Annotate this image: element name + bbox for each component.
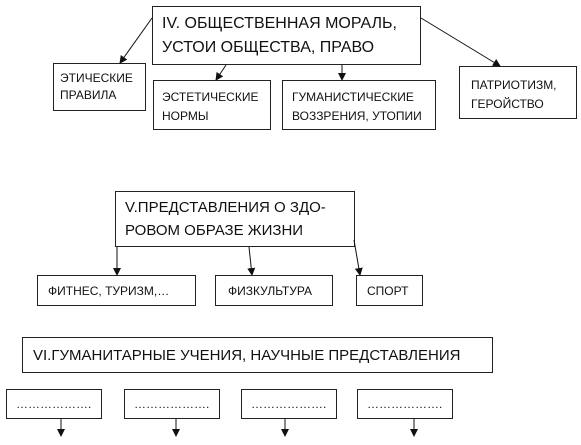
section6-child-1-label: ………………. (16, 397, 92, 411)
section5-title: V.ПРЕДСТАВЛЕНИЯ О ЗДО- РОВОМ ОБРАЗЕ ЖИЗН… (125, 199, 326, 239)
arrow-to-patriotism (420, 17, 501, 67)
section4-child-humanism: ГУМАНИСТИЧЕСКИЕ ВОЗЗРЕНИЯ, УТОПИИ (282, 80, 436, 130)
section5-child-physical-culture-label: ФИЗКУЛЬТУРА (228, 284, 313, 298)
section6-child-1: ………………. (6, 389, 102, 419)
section4-child-aesthetics-label: ЭСТЕТИЧЕСКИЕ НОРМЫ (162, 90, 259, 123)
section6-child-4-label: ………………. (367, 397, 443, 411)
section5-main-box: V.ПРЕДСТАВЛЕНИЯ О ЗДО- РОВОМ ОБРАЗЕ ЖИЗН… (115, 191, 355, 247)
section6-main-box: VI.ГУМАНИТАРНЫЕ УЧЕНИЯ, НАУЧНЫЕ ПРЕДСТАВ… (22, 337, 493, 373)
section4-child-ethics: ЭТИЧЕСКИЕ ПРАВИЛА (53, 63, 146, 111)
section4-child-aesthetics: ЭСТЕТИЧЕСКИЕ НОРМЫ (153, 80, 271, 130)
section5-child-fitness-label: ФИТНЕС, ТУРИЗМ,… (48, 284, 170, 298)
section5-child-physical-culture: ФИЗКУЛЬТУРА (215, 275, 333, 306)
arrow-to-aesthetics (215, 64, 227, 81)
section4-child-humanism-label: ГУМАНИСТИЧЕСКИЕ ВОЗЗРЕНИЯ, УТОПИИ (292, 90, 422, 123)
section5-child-sport: СПОРТ (356, 275, 423, 306)
section4-child-patriotism-label: ПАТРИОТИЗМ, ГЕРОЙСТВО (471, 78, 557, 111)
section4-child-patriotism: ПАТРИОТИЗМ, ГЕРОЙСТВО (459, 66, 577, 119)
arrow-to-physical-culture (247, 246, 256, 276)
section6-child-4: ………………. (357, 389, 453, 419)
section4-child-ethics-label: ЭТИЧЕСКИЕ ПРАВИЛА (60, 71, 133, 102)
section6-child-2-label: ………………. (134, 397, 210, 411)
section6-child-2: ………………. (124, 389, 220, 419)
section4-main-box: IV. ОБЩЕСТВЕННАЯ МОРАЛЬ, УСТОИ ОБЩЕСТВА,… (152, 6, 421, 65)
section5-child-fitness: ФИТНЕС, ТУРИЗМ,… (37, 275, 196, 306)
arrow-to-sport (353, 239, 363, 276)
section6-child-3: ………………. (241, 389, 337, 419)
section6-child-3-label: ………………. (251, 397, 327, 411)
section5-child-sport-label: СПОРТ (367, 284, 409, 298)
section4-title: IV. ОБЩЕСТВЕННАЯ МОРАЛЬ, УСТОИ ОБЩЕСТВА,… (162, 15, 397, 56)
section6-title: VI.ГУМАНИТАРНЫЕ УЧЕНИЯ, НАУЧНЫЕ ПРЕДСТАВ… (33, 347, 461, 364)
arrow-to-ethics (119, 17, 153, 64)
